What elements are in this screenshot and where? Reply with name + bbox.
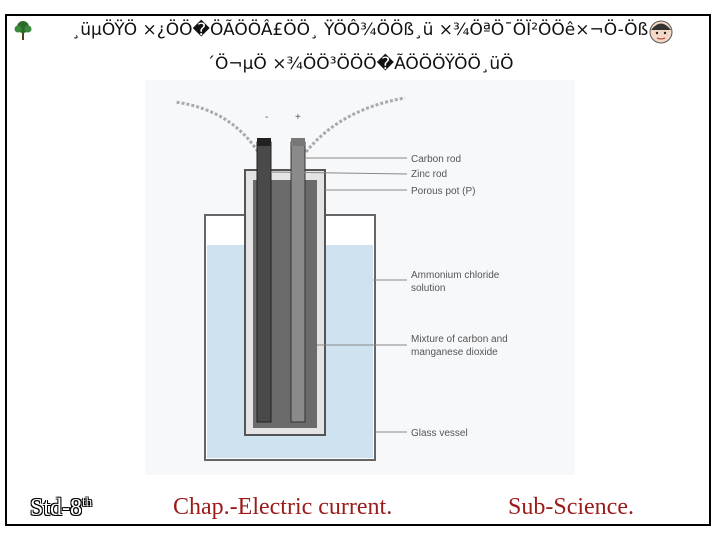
standard-label: Std-8th	[30, 494, 93, 521]
dry-cell-diagram: - + Carbon rod Zinc rod Porous pot (P) A…	[145, 80, 575, 475]
student-face-icon	[648, 19, 674, 50]
chapter-label: Chap.-Electric current.	[173, 494, 393, 520]
right-wire	[298, 96, 406, 161]
label-ammonium-chloride: Ammonium chloride	[411, 270, 500, 281]
tree-icon	[12, 19, 34, 46]
carbon-rod	[290, 141, 306, 423]
label-zinc-rod: Zinc rod	[411, 169, 447, 180]
left-wire	[174, 100, 265, 161]
label-manganese-dioxide: manganese dioxide	[411, 347, 498, 358]
subject-label: Sub-Science.	[508, 494, 634, 520]
label-solution: solution	[411, 283, 445, 294]
label-carbon-rod: Carbon rod	[411, 154, 461, 165]
label-mixture: Mixture of carbon and	[411, 334, 508, 345]
terminal-plus: +	[295, 112, 301, 123]
terminal-minus: -	[265, 112, 268, 123]
standard-suffix: th	[82, 494, 93, 509]
label-porous-pot: Porous pot (P)	[411, 186, 475, 197]
header-title-line2: ´Ö¬µÖ ×¾ÖÖ³ÖÖÖ�ÃÖÖÖŸÖÖ¸üÖ	[206, 54, 514, 74]
zinc-rod	[256, 141, 272, 423]
slide-frame	[5, 14, 711, 526]
label-glass-vessel: Glass vessel	[411, 428, 468, 439]
header-title-line1: ¸üµÖŸÖ ×¿ÖÖ�ÖÃÖÖÂ£ÖÖ¸ ŸÖÔ¾ÖÖß¸ü ×¾ÖªÖ¯ÖÏ…	[71, 20, 649, 40]
